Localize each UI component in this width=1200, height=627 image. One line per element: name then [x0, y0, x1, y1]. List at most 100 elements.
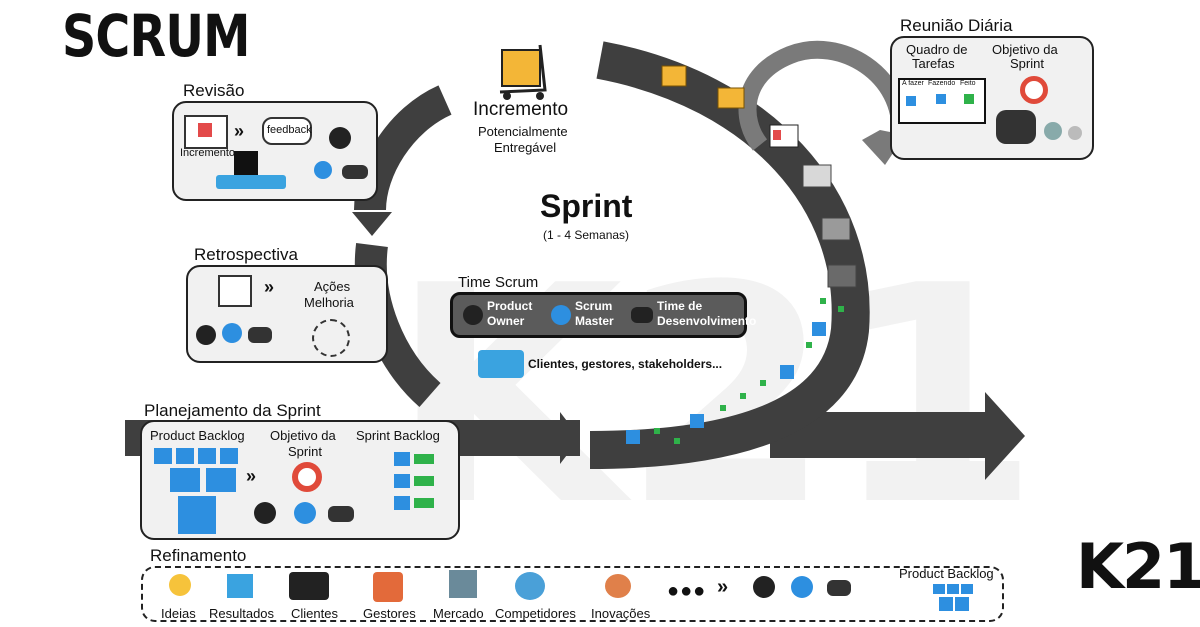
person-icon	[254, 502, 276, 524]
person-icon	[1068, 126, 1082, 140]
planning-goal-1: Objetivo da	[270, 428, 336, 443]
daily-goal-2: Sprint	[1010, 56, 1044, 71]
planning-title: Planejamento da Sprint	[144, 401, 321, 420]
task-board: A fazer Fazendo Feito	[898, 78, 986, 124]
market-building-icon	[449, 570, 477, 598]
person-icon	[329, 127, 351, 149]
shirt-icon	[198, 123, 212, 137]
more-dots-icon: ●●●	[667, 580, 707, 602]
stakeholders-icon	[478, 350, 524, 378]
feedback-label: feedback	[267, 124, 312, 136]
lightbulb-board-icon	[218, 275, 252, 307]
daily-box: Quadro de Tarefas Objetivo da Sprint A f…	[890, 36, 1094, 160]
refinement-box: Ideias Resultados Clientes Gestores Merc…	[141, 566, 1004, 622]
refinement-title: Refinamento	[150, 546, 247, 565]
retro-title: Retrospectiva	[194, 245, 298, 264]
retro-actions-1: Ações	[314, 279, 351, 294]
person-female-icon	[222, 323, 242, 343]
scrum-team-box: Product Owner Scrum Master Time de Desen…	[450, 292, 756, 338]
chevrons-icon: »	[264, 277, 275, 297]
increment-subtitle-2: Entregável	[494, 140, 557, 155]
release-arrow	[770, 392, 1025, 480]
refinement-item-mercado: Mercado	[433, 606, 484, 621]
review-title: Revisão	[183, 81, 245, 100]
person-icon	[196, 325, 216, 345]
chart-icon	[227, 574, 253, 598]
increment-screen-icon	[184, 115, 228, 149]
people-group-icon	[216, 175, 286, 189]
review-increment-label: Incremento	[180, 147, 236, 159]
innovation-icon	[605, 574, 631, 598]
competitors-icon	[515, 572, 545, 600]
board-column-done: Feito	[960, 80, 976, 87]
dev-label-1: Time de	[657, 299, 703, 313]
group-icon	[827, 580, 851, 596]
refinement-item-clientes: Clientes	[291, 606, 338, 621]
speech-bubble-icon: feedback	[262, 117, 312, 145]
person-female-icon	[314, 161, 332, 179]
increment-box-icon	[501, 49, 541, 87]
group-icon	[248, 327, 272, 343]
daily-board-2: Tarefas	[912, 56, 955, 71]
person-icon	[753, 576, 775, 598]
review-box: Incremento » feedback	[172, 101, 378, 201]
refinement-item-ideias: Ideias	[161, 606, 196, 621]
refinement-product-backlog: Product Backlog	[899, 566, 994, 581]
chevrons-icon: »	[717, 576, 729, 598]
scrum-master-icon	[551, 305, 571, 325]
planning-box: Product Backlog » Objetivo da Sprint Spr…	[140, 420, 460, 540]
sprint-title: Sprint	[540, 188, 633, 224]
improvement-cycle-icon	[312, 319, 350, 357]
target-icon	[1020, 76, 1048, 104]
lightbulb-icon	[169, 574, 191, 596]
stakeholders-label: Clientes, gestores, stakeholders...	[528, 357, 723, 371]
person-female-icon	[294, 502, 316, 524]
refinement-item-inovacoes: Inovações	[591, 606, 651, 621]
refinement-item-competidores: Competidores	[495, 606, 576, 621]
target-icon	[292, 462, 322, 492]
page-title: SCRUM	[62, 2, 250, 70]
retro-actions-2: Melhoria	[304, 295, 354, 310]
backlog-notes	[933, 584, 977, 614]
person-female-icon	[1044, 122, 1062, 140]
sm-label-1: Scrum	[575, 299, 613, 313]
daily-board-1: Quadro de	[906, 42, 968, 57]
refinement-item-resultados: Resultados	[209, 606, 275, 621]
k21-logo: K21	[1076, 530, 1200, 603]
person-female-icon	[791, 576, 813, 598]
daily-title: Reunião Diária	[900, 16, 1013, 35]
po-label-2: Owner	[487, 314, 525, 328]
watermark-k21: K21	[390, 222, 1040, 571]
board-column-todo: A fazer	[902, 80, 924, 87]
sprint-duration: (1 - 4 Semanas)	[543, 228, 630, 242]
sprint-backlog-notes	[394, 452, 436, 514]
refinement-item-gestores: Gestores	[363, 606, 416, 621]
increment-title: Incremento	[473, 99, 569, 120]
retro-box: » Ações Melhoria	[186, 265, 388, 363]
daily-goal-1: Objetivo da	[992, 42, 1058, 57]
increment-subtitle-1: Potencialmente	[478, 124, 568, 139]
daily-loop	[738, 40, 910, 151]
planning-sprint-backlog: Sprint Backlog	[356, 428, 440, 443]
product-owner-icon	[463, 305, 483, 325]
board-column-doing: Fazendo	[928, 80, 956, 87]
stakeholder-icon	[234, 151, 258, 175]
team-icon	[996, 110, 1036, 144]
clients-icon	[289, 572, 329, 600]
group-icon	[328, 506, 354, 522]
group-icon	[342, 165, 368, 179]
dev-label-2: Desenvolvimento	[657, 314, 757, 328]
po-label-1: Product	[487, 299, 533, 313]
team-title: Time Scrum	[458, 274, 539, 291]
chevrons-icon: »	[234, 121, 245, 141]
chevrons-icon: »	[246, 466, 257, 486]
product-backlog-notes	[154, 448, 244, 468]
review-arc	[354, 85, 453, 211]
managers-icon	[373, 572, 403, 602]
planning-product-backlog: Product Backlog	[150, 428, 245, 443]
planning-goal-2: Sprint	[288, 444, 322, 459]
dev-team-icon	[631, 307, 653, 323]
sm-label-2: Master	[575, 314, 614, 328]
backlog-note-large	[178, 496, 216, 534]
